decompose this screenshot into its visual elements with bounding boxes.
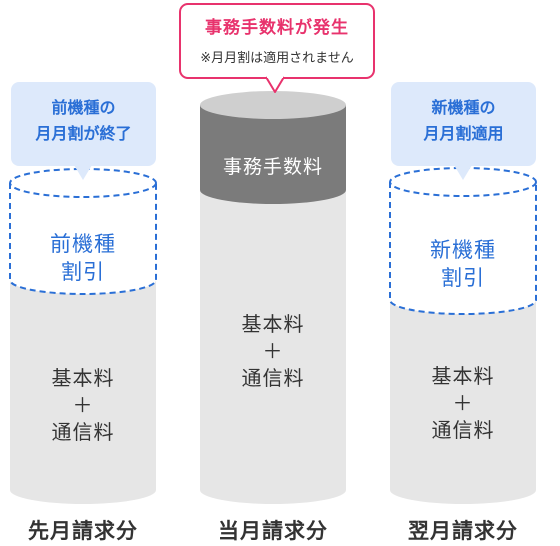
base-current-line3: 通信料	[241, 366, 305, 390]
fee-current-body	[200, 105, 346, 204]
base-next-line3: 通信料	[431, 418, 495, 442]
base-previous-plus: ＋	[72, 393, 94, 417]
base-previous-line3: 通信料	[51, 420, 115, 444]
discount-next-outline	[389, 182, 537, 315]
fee-current-label: 事務手数料	[222, 156, 323, 178]
fee-current-top	[200, 91, 346, 119]
base-current-plus: ＋	[262, 339, 284, 363]
callout-current-tail	[265, 76, 285, 93]
cylinder-previous-body	[10, 280, 156, 504]
label-previous-month: 先月請求分	[28, 519, 138, 543]
discount-previous-line1: 前機種	[50, 232, 116, 256]
callout-previous-tail	[74, 165, 92, 180]
callout-next-line1: 新機種の	[431, 98, 496, 117]
discount-previous-outline	[9, 183, 157, 295]
discount-next-line2: 割引	[441, 266, 485, 290]
callout-previous-line1: 前機種の	[51, 98, 116, 117]
base-next-plus: ＋	[452, 391, 474, 415]
column-next-shapes	[389, 82, 537, 504]
column-current-shapes	[179, 3, 375, 504]
label-next-month: 翌月請求分	[408, 519, 518, 543]
callout-next-box	[391, 82, 536, 166]
label-current-month: 当月請求分	[218, 519, 328, 543]
callout-current-title: 事務手数料が発生	[205, 18, 349, 38]
callout-next-tail	[454, 165, 472, 180]
base-next-line1: 基本料	[431, 364, 495, 388]
discount-next-line1: 新機種	[430, 238, 496, 262]
discount-next-top	[389, 167, 537, 197]
cylinder-current-body	[200, 190, 346, 504]
callout-next-line2: 月月割適用	[423, 124, 504, 143]
discount-previous-top	[9, 168, 157, 198]
base-current-line1: 基本料	[241, 312, 305, 336]
cylinder-next-body	[390, 300, 536, 504]
callout-current-note: ※月月割は適用されません	[200, 51, 354, 66]
callout-previous-line2: 月月割が終了	[35, 124, 132, 143]
base-previous-line1: 基本料	[51, 366, 115, 390]
column-previous-shapes	[9, 82, 157, 504]
callout-previous-box	[11, 82, 156, 166]
discount-previous-line2: 割引	[61, 260, 105, 284]
